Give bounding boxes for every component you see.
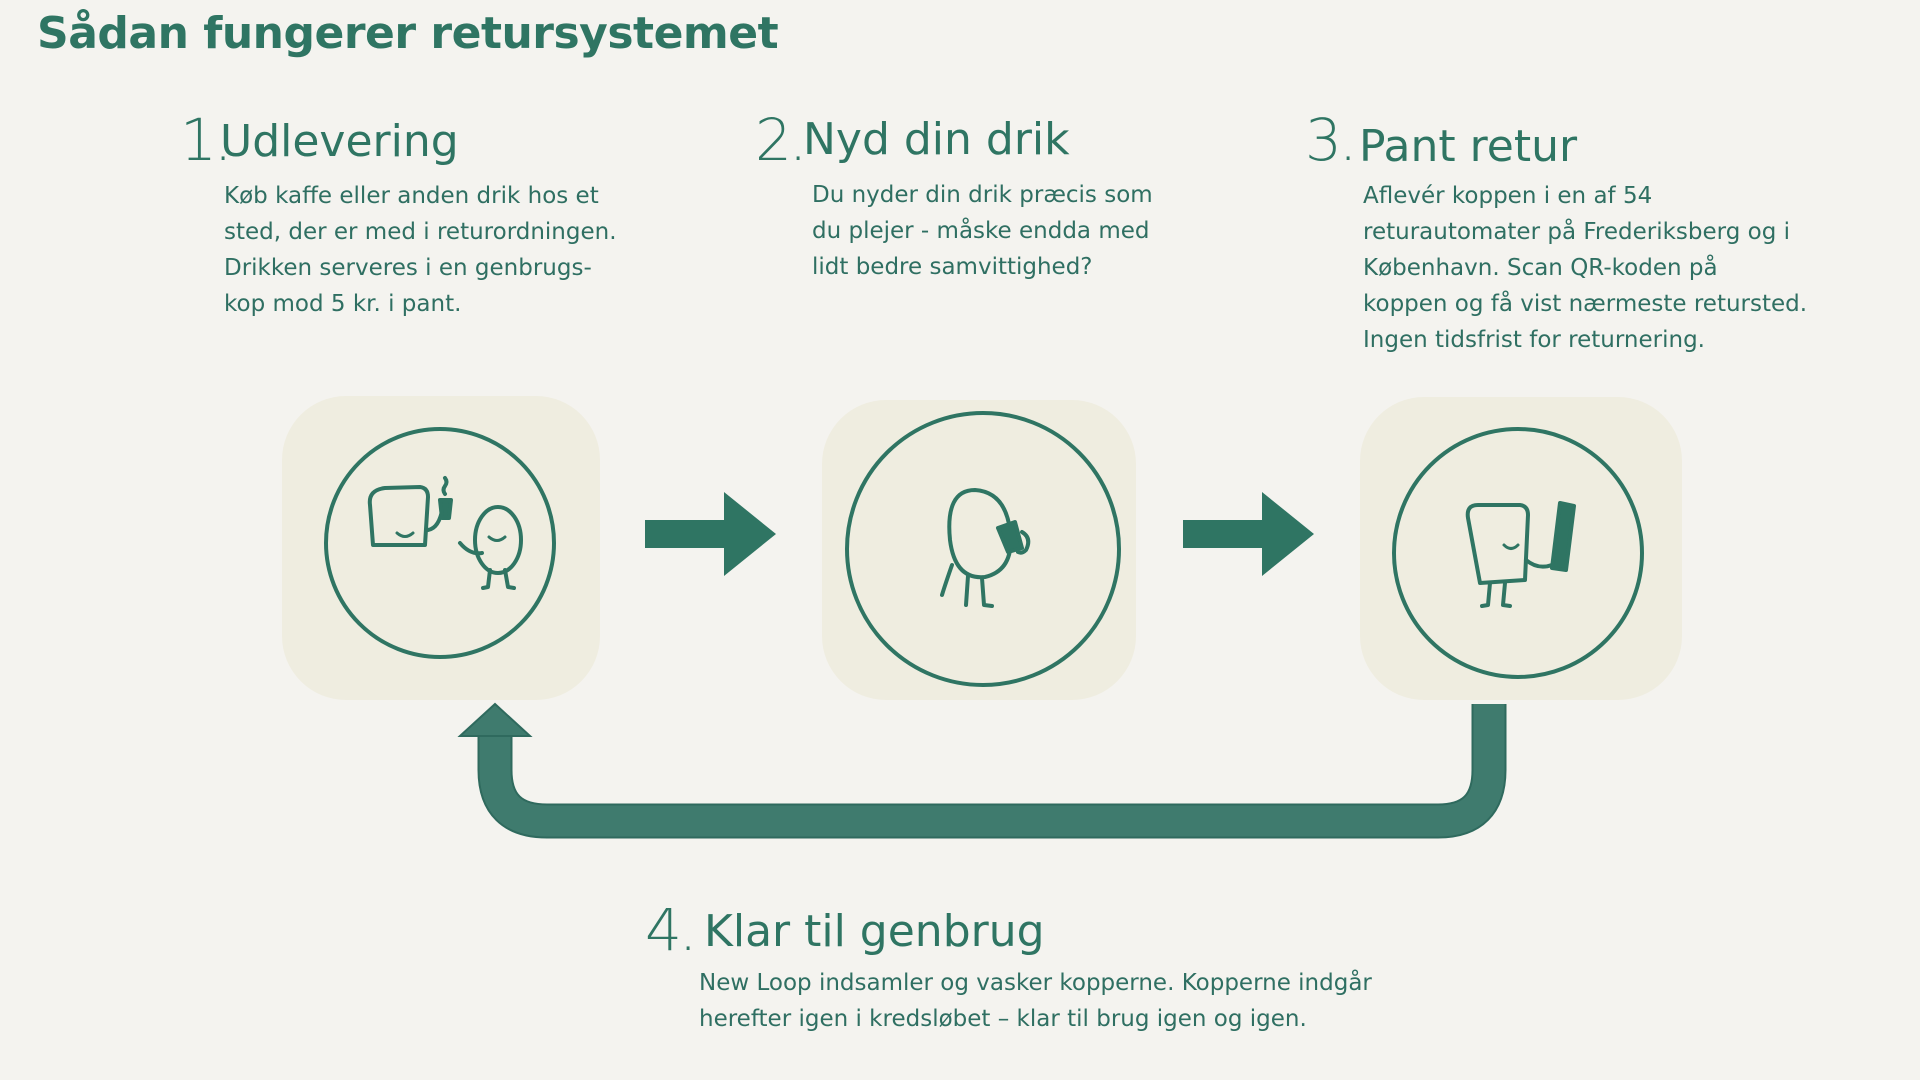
step-1-illustration-box <box>282 396 600 700</box>
character-drinking-icon <box>845 411 1121 687</box>
step-number: 2. <box>755 106 807 174</box>
step-heading: Udlevering <box>220 116 459 167</box>
step-2-illustration-box <box>822 400 1136 700</box>
arrow-right-icon <box>645 492 776 576</box>
cup-character-serving-drink-icon <box>324 427 556 659</box>
step-heading: Pant retur <box>1359 121 1578 172</box>
cup-character-with-stacked-cups-icon <box>1392 427 1644 679</box>
step-number: 3. <box>1305 106 1357 174</box>
step-description: New Loop indsamler og vasker kopperne. K… <box>699 970 1372 1032</box>
step-number: 1. <box>180 106 232 174</box>
step-3-illustration-box <box>1360 397 1682 700</box>
step-number: 4. <box>645 896 697 964</box>
page-title: Sådan fungerer retursystemet <box>37 8 779 59</box>
loop-return-arrow-icon <box>457 702 1507 839</box>
step-heading: Nyd din drik <box>803 114 1070 165</box>
step-heading: Klar til genbrug <box>704 906 1045 957</box>
arrow-right-icon <box>1183 492 1314 576</box>
